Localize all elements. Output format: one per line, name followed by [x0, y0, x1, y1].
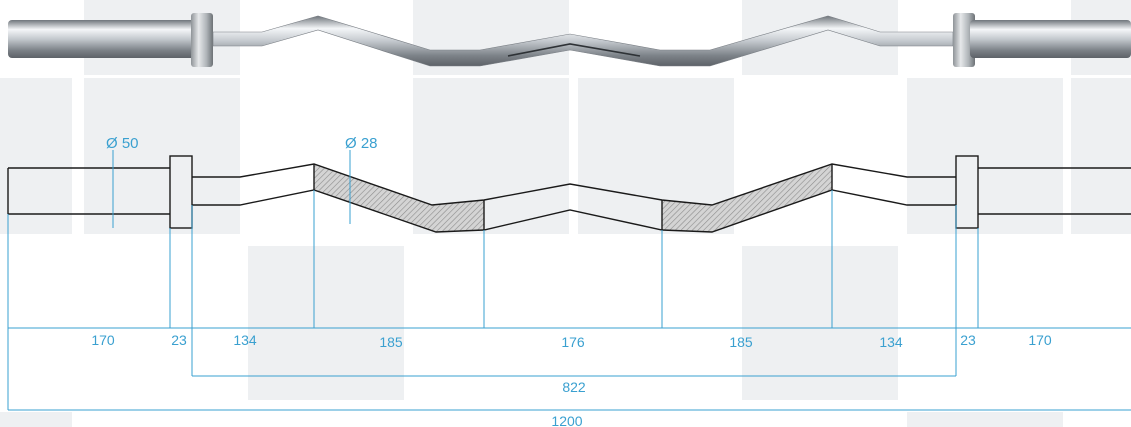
- grip-bottom-edge: [192, 189, 956, 233]
- grip-section-lines: [313, 164, 833, 230]
- dimension-lines: [7, 190, 1131, 411]
- segment-label-left-collar: 23: [171, 332, 187, 348]
- segment-label-center: 176: [561, 334, 585, 350]
- right-sleeve-outline: [978, 167, 1131, 215]
- right-grip-hatch: [662, 164, 832, 232]
- right-collar-photo: [953, 13, 975, 67]
- left-collar-outline: [169, 155, 193, 229]
- left-collar-photo: [191, 13, 213, 67]
- total-length-label: 1200: [551, 413, 582, 427]
- bar-outline-drawing: [7, 150, 1131, 233]
- sleeve-diameter-label: Ø 50: [106, 135, 139, 152]
- segment-label-right-straight: 134: [879, 334, 903, 350]
- segment-label-right-collar: 23: [960, 332, 976, 348]
- left-sleeve-outline: [7, 167, 170, 215]
- grip-top-edge: [192, 163, 956, 206]
- segment-label-left-curve: 185: [379, 334, 403, 350]
- dimension-labels: Ø 50 Ø 28 170 23 134 185 176 185 134 23 …: [91, 135, 1052, 427]
- right-sleeve-photo: [970, 20, 1131, 58]
- right-collar-outline: [955, 155, 979, 229]
- left-sleeve-photo: [8, 20, 196, 58]
- segment-label-right-sleeve: 170: [1028, 332, 1052, 348]
- inner-span-label: 822: [562, 379, 586, 395]
- segment-label-left-sleeve: 170: [91, 332, 115, 348]
- segment-label-right-curve: 185: [729, 334, 753, 350]
- segment-label-left-straight: 134: [233, 332, 257, 348]
- bar-photo: [8, 13, 1131, 67]
- left-grip-hatch: [314, 164, 484, 232]
- grip-diameter-label: Ø 28: [345, 135, 378, 152]
